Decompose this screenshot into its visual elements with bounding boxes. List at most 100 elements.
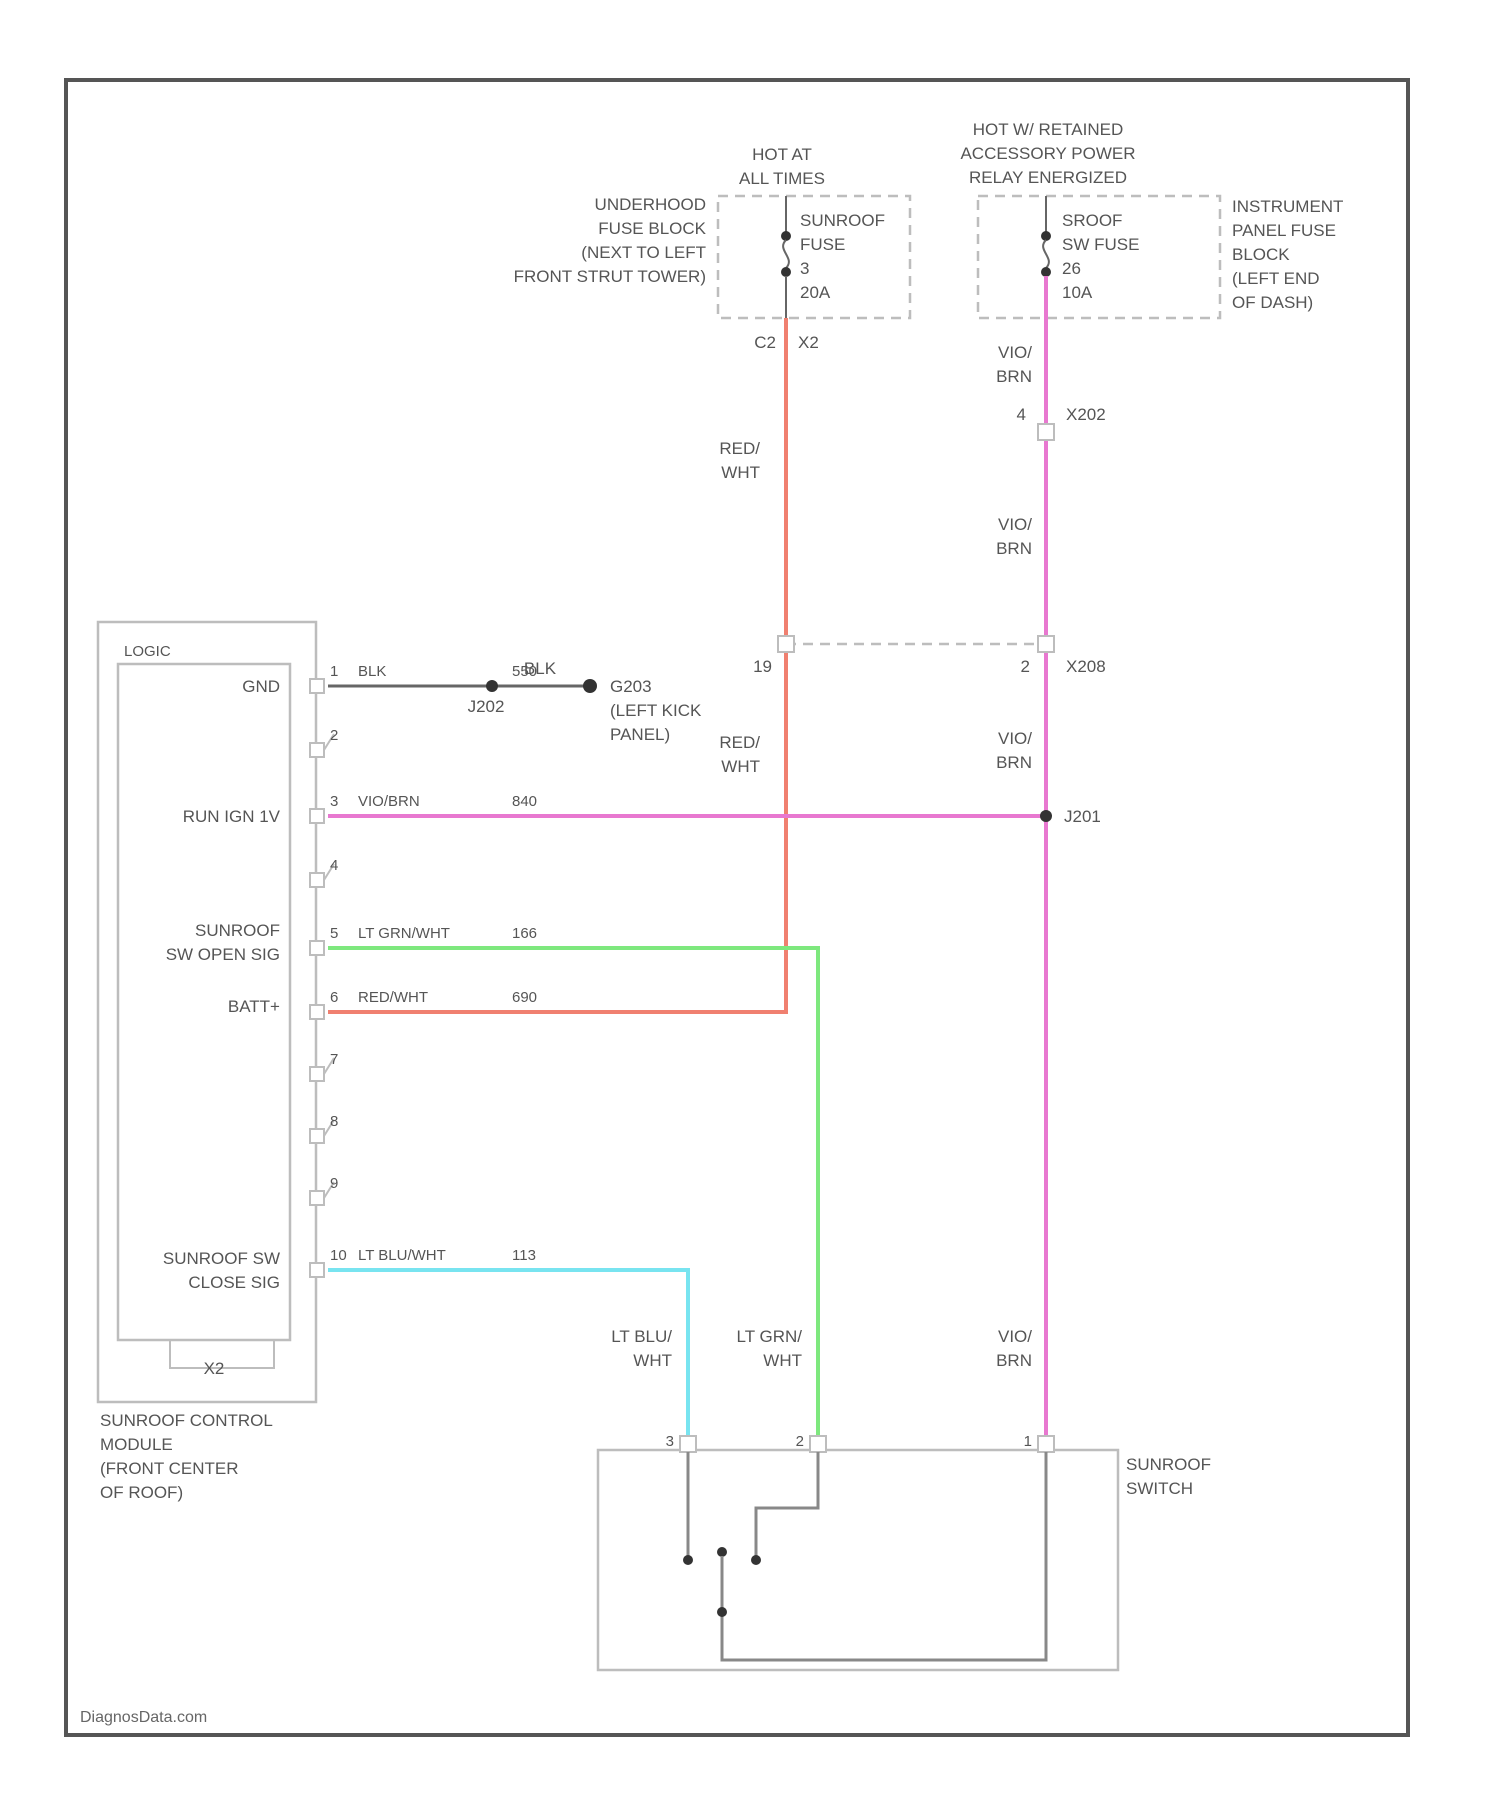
module-logic-label: LOGIC	[124, 643, 171, 660]
wire-lt-grn-wht	[328, 948, 818, 1436]
wire-label-red-wht-top: RED/ WHT	[719, 439, 760, 482]
wire-label-red-wht-mid: RED/ WHT	[719, 733, 760, 776]
module-pin-1: 1 BLK 550	[310, 663, 537, 693]
pin-circuit-number: 840	[512, 793, 537, 810]
svg-text:INSTRUMENT: INSTRUMENT	[1232, 197, 1343, 216]
switch-pin-2: 2	[796, 1433, 826, 1452]
pin-terminal	[310, 679, 324, 693]
pin-terminal	[310, 1191, 324, 1205]
splice-j202-label: J202	[468, 697, 505, 716]
underhood-fuse-block-label: UNDERHOOD FUSE BLOCK (NEXT TO LEFT FRONT…	[514, 195, 707, 286]
svg-text:LT BLU/: LT BLU/	[611, 1327, 672, 1346]
svg-text:RELAY ENERGIZED: RELAY ENERGIZED	[969, 168, 1127, 187]
wire-label-lt-grn-wht: LT GRN/ WHT	[737, 1327, 803, 1370]
pin-terminal	[310, 1005, 324, 1019]
pin-wire-color: LT GRN/WHT	[358, 925, 450, 942]
sunroof-fuse-label: SUNROOF FUSE 3 20A	[800, 211, 885, 302]
svg-text:FUSE: FUSE	[800, 235, 845, 254]
svg-text:G203: G203	[610, 677, 652, 696]
connector-x2-label: X2	[798, 333, 819, 352]
svg-text:RED/: RED/	[719, 733, 760, 752]
pin-number: 8	[330, 1113, 338, 1130]
connector-x208: 19 2 X208	[753, 636, 1106, 676]
module-sunroof-open-label: SUNROOF SW OPEN SIG	[166, 921, 280, 964]
pin-circuit-number: 550	[512, 663, 537, 680]
sunroof-switch-label: SUNROOF SWITCH	[1126, 1455, 1211, 1498]
svg-text:RED/: RED/	[719, 439, 760, 458]
svg-text:19: 19	[753, 657, 772, 676]
pin-number: 4	[330, 857, 338, 874]
svg-text:4: 4	[1017, 405, 1026, 424]
instrument-panel-fuse-block-label: INSTRUMENT PANEL FUSE BLOCK (LEFT END OF…	[1232, 197, 1343, 312]
pin-number: 6	[330, 989, 338, 1006]
svg-text:WHT: WHT	[763, 1351, 802, 1370]
svg-text:1: 1	[1024, 1433, 1032, 1450]
module-pin-2: 2	[310, 727, 338, 757]
svg-text:3: 3	[800, 259, 809, 278]
svg-text:SUNROOF: SUNROOF	[1126, 1455, 1211, 1474]
svg-text:VIO/: VIO/	[998, 1327, 1032, 1346]
pin-wire-color: BLK	[358, 663, 386, 680]
svg-text:X208: X208	[1066, 657, 1106, 676]
module-pin-4: 4	[310, 857, 338, 887]
sroof-sw-fuse	[1041, 196, 1051, 277]
wire-label-vio-brn-3: VIO/ BRN	[996, 729, 1032, 772]
svg-text:VIO/: VIO/	[998, 729, 1032, 748]
pin-terminal	[310, 873, 324, 887]
svg-text:LT GRN/: LT GRN/	[737, 1327, 803, 1346]
svg-text:OF ROOF): OF ROOF)	[100, 1483, 183, 1502]
svg-text:ALL TIMES: ALL TIMES	[739, 169, 825, 188]
svg-text:3: 3	[666, 1433, 674, 1450]
svg-text:SUNROOF SW: SUNROOF SW	[163, 1249, 280, 1268]
ground-g203-label: G203 (LEFT KICK PANEL)	[610, 677, 702, 744]
svg-text:BRN: BRN	[996, 1351, 1032, 1370]
svg-text:SUNROOF: SUNROOF	[800, 211, 885, 230]
svg-text:X2: X2	[204, 1359, 225, 1378]
fuse-terminal-bottom	[781, 267, 791, 277]
svg-text:20A: 20A	[800, 283, 831, 302]
svg-text:PANEL FUSE: PANEL FUSE	[1232, 221, 1336, 240]
pin-wire-color: LT BLU/WHT	[358, 1247, 446, 1264]
module-batt-label: BATT+	[228, 997, 280, 1016]
pin-wire-color: RED/WHT	[358, 989, 428, 1006]
wire-label-vio-brn-4: VIO/ BRN	[996, 1327, 1032, 1370]
pin-terminal	[310, 1067, 324, 1081]
module-pin-7: 7	[310, 1051, 338, 1081]
svg-text:26: 26	[1062, 259, 1081, 278]
svg-text:SWITCH: SWITCH	[1126, 1479, 1193, 1498]
svg-text:SUNROOF CONTROL: SUNROOF CONTROL	[100, 1411, 273, 1430]
svg-text:FRONT STRUT TOWER): FRONT STRUT TOWER)	[514, 267, 706, 286]
svg-text:10A: 10A	[1062, 283, 1093, 302]
svg-text:UNDERHOOD: UNDERHOOD	[595, 195, 706, 214]
svg-text:(LEFT KICK: (LEFT KICK	[610, 701, 702, 720]
wire-red-wht	[328, 318, 786, 1012]
pin-number: 3	[330, 793, 338, 810]
module-sunroof-close-label: SUNROOF SW CLOSE SIG	[163, 1249, 280, 1292]
svg-text:VIO/: VIO/	[998, 515, 1032, 534]
connector-x202: 4 X202	[1017, 405, 1106, 440]
svg-text:MODULE: MODULE	[100, 1435, 173, 1454]
module-x2-connector: X2	[170, 1340, 274, 1378]
sunroof-switch-outline	[598, 1450, 1118, 1670]
footer-watermark: DiagnosData.com	[80, 1709, 207, 1726]
pin-number: 1	[330, 663, 338, 680]
pin-number: 10	[330, 1247, 347, 1264]
svg-text:ACCESSORY POWER: ACCESSORY POWER	[960, 144, 1135, 163]
fuse-terminal-top	[781, 231, 791, 241]
sunroof-control-module-label: SUNROOF CONTROL MODULE (FRONT CENTER OF …	[100, 1411, 273, 1502]
splice-j202	[486, 680, 498, 692]
svg-text:BLOCK: BLOCK	[1232, 245, 1290, 264]
svg-text:SW OPEN SIG: SW OPEN SIG	[166, 945, 280, 964]
pin-number: 7	[330, 1051, 338, 1068]
svg-text:PANEL): PANEL)	[610, 725, 670, 744]
pin-terminal	[310, 941, 324, 955]
switch-internal-contacts	[683, 1452, 1046, 1660]
svg-text:VIO/: VIO/	[998, 343, 1032, 362]
hot-in-retained-power-label: HOT W/ RETAINED ACCESSORY POWER RELAY EN…	[960, 120, 1135, 187]
splice-j201	[1040, 810, 1052, 822]
connector-c2-label: C2	[754, 333, 776, 352]
pin-wire-color: VIO/BRN	[358, 793, 420, 810]
